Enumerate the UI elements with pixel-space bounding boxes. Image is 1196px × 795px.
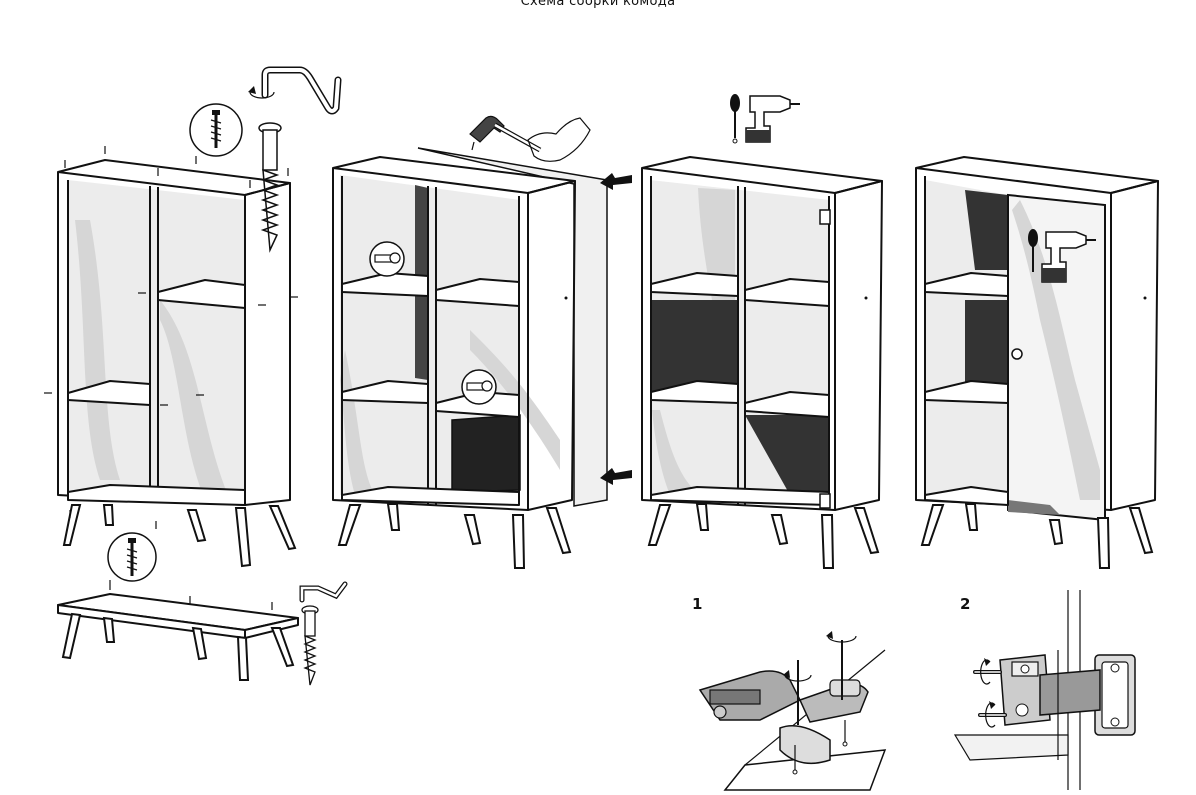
screw-callout-base (107, 532, 157, 582)
cabinet-back-panel-step-2 (332, 147, 608, 569)
drill-icon (745, 95, 800, 143)
screwdriver-drill-door (1028, 229, 1096, 283)
cabinet-door-step-4 (915, 156, 1159, 569)
screw-icon (210, 110, 222, 148)
allen-key-icon (248, 66, 342, 115)
cabinet-frame-step-1 (44, 146, 298, 568)
cam-lock-callout (369, 241, 497, 405)
allen-key-icon-small (299, 581, 348, 603)
hinge-detail-2: 2 (953, 590, 1136, 790)
step-label-2: 2 (960, 595, 970, 613)
step-label-1: 1 (692, 595, 702, 613)
cabinet-hinges-step-3 (641, 156, 883, 569)
screwdriver-drill-top (730, 94, 800, 144)
arrow-icon (600, 173, 632, 485)
screw-callout-top (189, 103, 243, 157)
confirmat-screw-icon (258, 122, 282, 253)
screwdriver-icon (730, 94, 740, 144)
page-title: Схема сборки комода (520, 0, 676, 9)
hinge-detail-1: 1 (692, 595, 887, 791)
hammer-icon (469, 115, 591, 162)
base-with-legs (57, 580, 299, 681)
confirmat-screw-small-icon (301, 605, 319, 686)
